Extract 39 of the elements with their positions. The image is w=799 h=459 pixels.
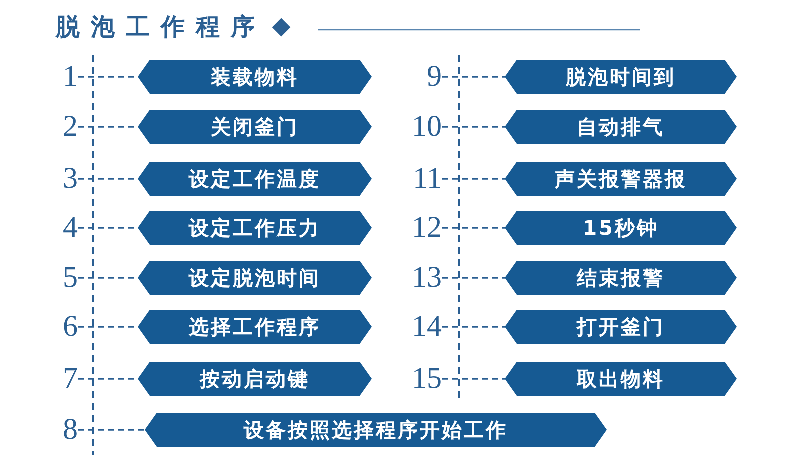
leader-line (442, 227, 505, 229)
step-number: 3 (50, 159, 78, 199)
step-number: 6 (50, 307, 78, 347)
step-box: 选择工作程序 (138, 310, 372, 344)
leader-line (442, 277, 505, 279)
step-box: 设定工作温度 (138, 162, 372, 196)
step-box: 关闭釜门 (138, 110, 372, 144)
step-number: 8 (50, 410, 78, 450)
step-box: 15秒钟 (505, 211, 737, 245)
step-box: 设备按照选择程序开始工作 (145, 413, 607, 447)
step-box: 脱泡时间到 (505, 60, 737, 94)
step-box: 结束报警 (505, 261, 737, 295)
step-number: 11 (400, 159, 442, 199)
step-number: 15 (400, 359, 442, 399)
step-number: 7 (50, 359, 78, 399)
step-box: 设定脱泡时间 (138, 261, 372, 295)
step-box: 按动启动键 (138, 362, 372, 396)
leader-line (442, 326, 505, 328)
leader-line (78, 429, 145, 431)
step-number: 13 (400, 258, 442, 298)
step-number: 9 (400, 57, 442, 97)
step-number: 14 (400, 307, 442, 347)
step-number: 4 (50, 208, 78, 248)
step-number: 2 (50, 107, 78, 147)
step-box: 设定工作压力 (138, 211, 372, 245)
step-box: 取出物料 (505, 362, 737, 396)
leader-line (442, 76, 505, 78)
leader-line (442, 126, 505, 128)
step-box: 声关报警器报 (505, 162, 737, 196)
step-number: 1 (50, 57, 78, 97)
title: 脱泡工作程序 (56, 12, 266, 42)
step-box: 自动排气 (505, 110, 737, 144)
step-box: 打开釜门 (505, 310, 737, 344)
leader-line (442, 378, 505, 380)
step-number: 12 (400, 208, 442, 248)
leader-line (442, 178, 505, 180)
step-number: 5 (50, 258, 78, 298)
step-number: 10 (400, 107, 442, 147)
step-box: 装载物料 (138, 60, 372, 94)
